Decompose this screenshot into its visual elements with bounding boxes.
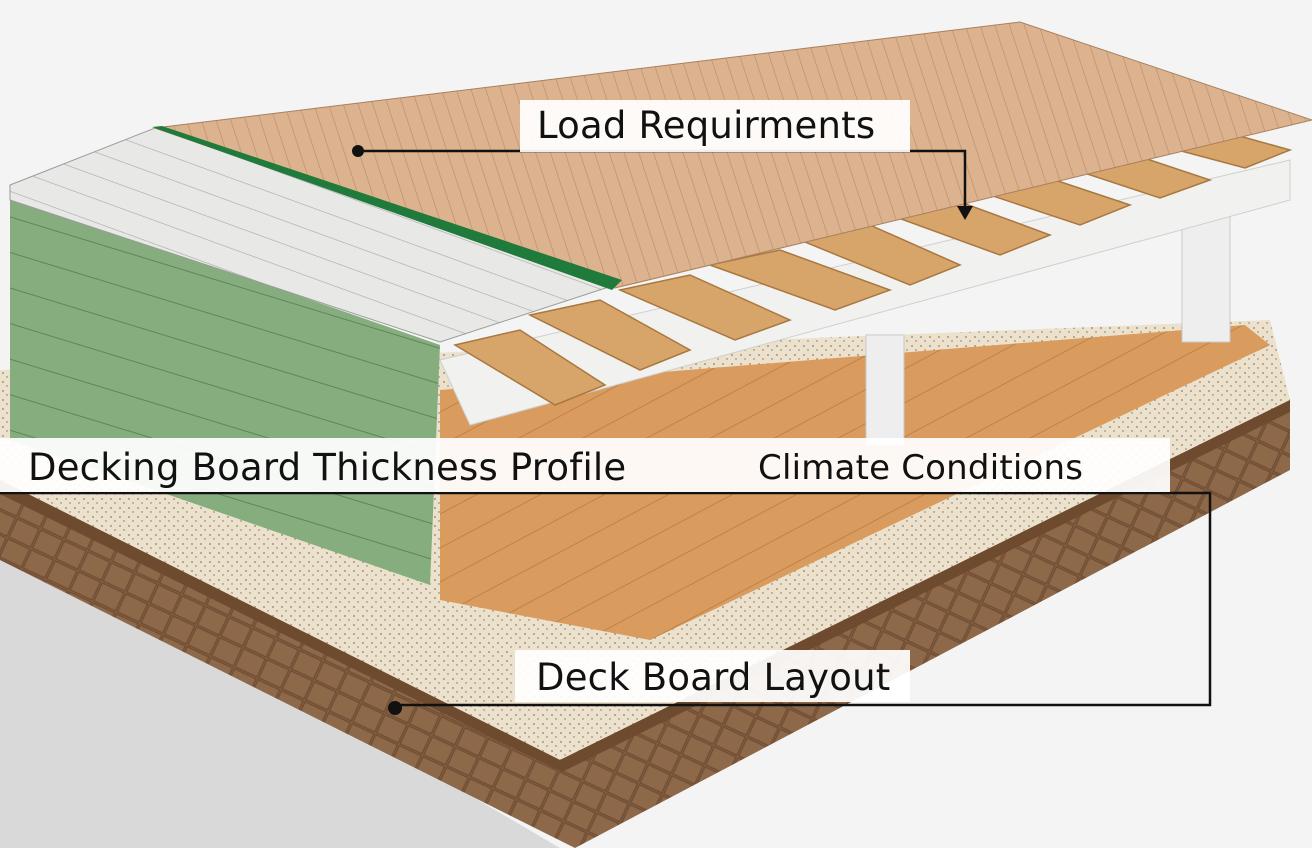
climate-conditions-label: Climate Conditions	[758, 448, 1084, 488]
brick-foundation	[0, 400, 1290, 848]
gray-decking-section	[9, 127, 617, 343]
deck-board-layout-label: Deck Board Layout	[536, 656, 891, 699]
layout-leader-line	[0, 491, 1212, 707]
support-post	[865, 334, 905, 446]
thickness-profile-label: Decking Board Thickness Profile	[28, 446, 627, 489]
label-backdrop	[515, 650, 910, 702]
load-requirements-label: Load Requirments	[537, 104, 876, 147]
green-edge-trim	[152, 126, 622, 290]
support-post	[1181, 209, 1231, 343]
layout-dot	[388, 701, 402, 715]
label-backdrop	[520, 100, 910, 152]
load-dot	[352, 145, 364, 157]
load-arrowhead	[957, 206, 973, 220]
label-backdrop	[0, 438, 1170, 492]
